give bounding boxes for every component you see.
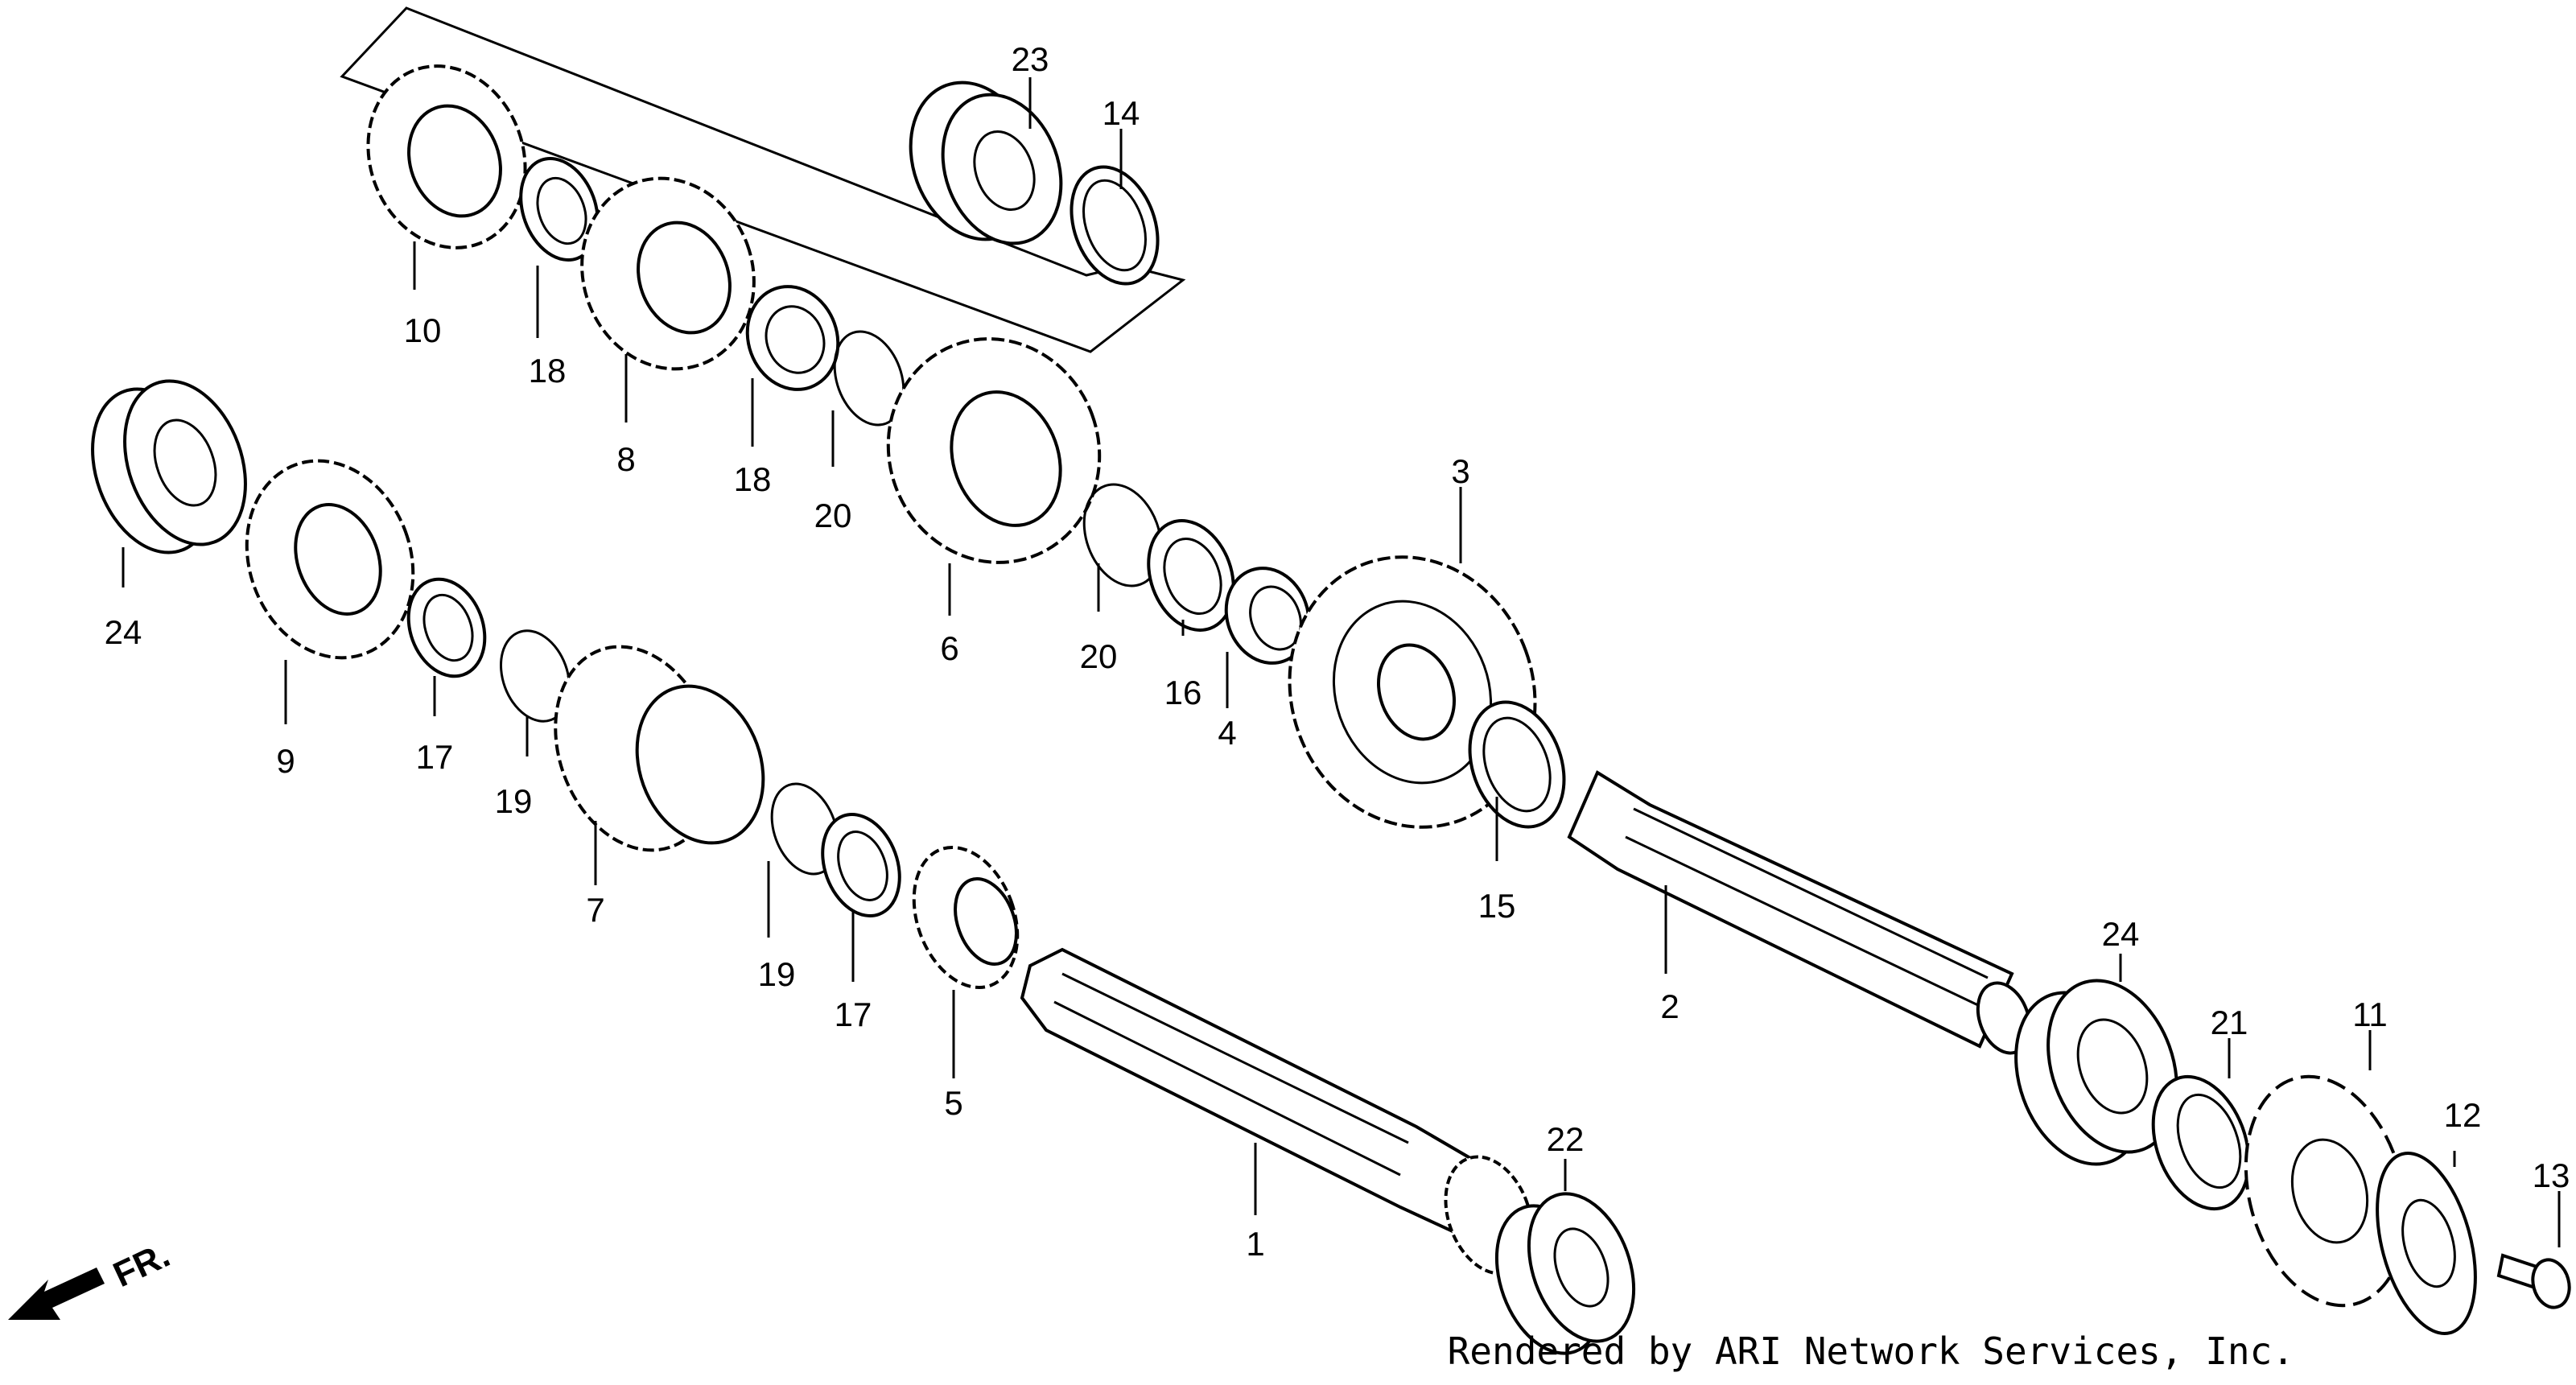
- callout-11: 11: [2352, 995, 2388, 1033]
- gear-5: [912, 845, 1020, 990]
- subassembly-frame: [340, 6, 1186, 353]
- gear-10: [366, 64, 527, 249]
- gear-9: [245, 459, 415, 660]
- callout-23: 23: [1012, 40, 1049, 78]
- callout-13: 13: [2533, 1156, 2570, 1194]
- washer-18-lower: [745, 285, 840, 391]
- gear-6: [886, 337, 1102, 564]
- render-credit: Rendered by ARI Network Services, Inc.: [1447, 1329, 2294, 1373]
- oil-seal-21: [2151, 1074, 2251, 1211]
- callout-6: 6: [940, 629, 958, 667]
- callout-8: 8: [616, 440, 635, 478]
- bearing-23: [909, 80, 1063, 245]
- front-direction-arrow: FR.: [8, 1235, 175, 1320]
- callout-14: 14: [1103, 94, 1140, 132]
- bushing-4: [1224, 567, 1311, 665]
- fixing-plate-12: [2376, 1152, 2477, 1335]
- callout-24-left: 24: [105, 613, 142, 651]
- callout-12: 12: [2444, 1096, 2482, 1134]
- bolt-13: [2496, 1253, 2571, 1309]
- circlip-20-upper: [833, 330, 905, 427]
- front-direction-label: FR.: [108, 1235, 176, 1295]
- callout-19-lower: 19: [758, 955, 796, 993]
- callout-17-upper: 17: [416, 738, 454, 776]
- countershaft-2: [1567, 770, 2032, 1055]
- circlip-19-upper: [499, 629, 571, 723]
- callout-20-lower: 20: [1080, 637, 1118, 675]
- callout-22: 22: [1547, 1120, 1585, 1158]
- washer-16: [1147, 519, 1235, 632]
- callout-17-lower: 17: [835, 995, 872, 1033]
- callout-18-lower: 18: [734, 460, 772, 498]
- callout-2: 2: [1660, 987, 1679, 1025]
- washer-17-lower: [821, 813, 901, 917]
- callout-19-upper: 19: [495, 782, 533, 820]
- washer-15: [1468, 700, 1566, 829]
- washer-18-upper: [519, 157, 600, 262]
- bearing-24-left: [91, 379, 247, 554]
- gear-7: [554, 645, 765, 852]
- callout-5: 5: [944, 1084, 962, 1122]
- callout-10: 10: [404, 311, 442, 349]
- callout-3: 3: [1451, 452, 1469, 490]
- callout-20-upper: 20: [814, 497, 852, 534]
- callout-4: 4: [1218, 714, 1236, 752]
- callout-21: 21: [2211, 1004, 2248, 1041]
- callout-18-upper: 18: [529, 352, 567, 390]
- callout-24-right: 24: [2102, 915, 2140, 953]
- circlip-19-lower: [770, 782, 839, 876]
- gear-8: [580, 176, 756, 371]
- washer-17-upper: [406, 577, 487, 678]
- washer-14: [1070, 165, 1160, 286]
- callout-16: 16: [1164, 674, 1202, 711]
- mainshaft-1: [1020, 947, 1534, 1276]
- bearing-22: [1494, 1192, 1636, 1355]
- callout-9: 9: [276, 742, 295, 780]
- bearing-24-right: [2014, 979, 2178, 1166]
- callout-1: 1: [1246, 1225, 1264, 1263]
- callout-7: 7: [586, 891, 604, 929]
- callout-15: 15: [1478, 887, 1516, 925]
- circlip-20-lower: [1082, 483, 1163, 587]
